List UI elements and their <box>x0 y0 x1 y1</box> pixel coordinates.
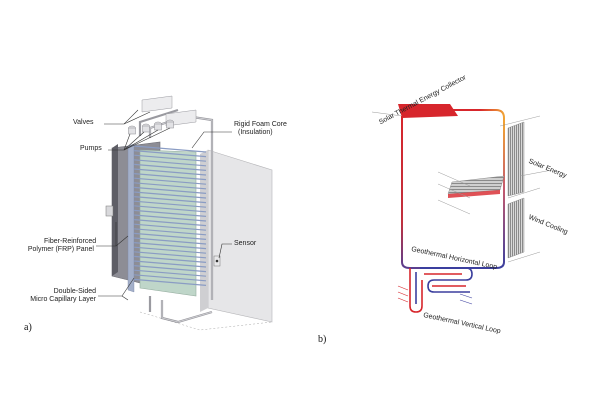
solar-shelf-rim <box>448 190 500 198</box>
capillary-tube <box>133 255 207 263</box>
capillary-tube <box>133 186 207 194</box>
label-frp-line1: Fiber-Reinforced <box>44 238 97 245</box>
solar-collector-guide <box>371 111 403 117</box>
hidden-edge-outline <box>139 311 273 331</box>
leader-lines-a <box>96 109 232 301</box>
context-wireframe <box>437 169 553 263</box>
wind-cooling-grille <box>507 197 525 259</box>
pumps <box>128 119 174 135</box>
capillary-tube <box>133 246 207 254</box>
capillary-tube <box>133 274 207 282</box>
capillary-tube <box>133 219 207 227</box>
label-pumps: Pumps <box>80 145 102 152</box>
panel-b-energy-system <box>371 104 553 313</box>
capillary-tube <box>133 163 207 171</box>
label-rigid-foam-line1: Rigid Foam Core <box>234 121 287 128</box>
capillary-tube <box>133 209 207 217</box>
capillary-tube <box>133 154 207 162</box>
capillary-tube <box>133 214 207 222</box>
solar-facade-grille <box>507 121 525 197</box>
geothermal-vertical-loop <box>409 268 423 313</box>
capillary-tube <box>133 177 207 185</box>
capillary-tube <box>133 251 207 259</box>
flow-arrows-right <box>459 293 473 305</box>
capillary-tube <box>133 182 207 190</box>
panel-a-wall-assembly <box>96 95 273 331</box>
solar-thermal-collector <box>398 104 458 118</box>
supply-pipe-right <box>420 124 505 269</box>
capillary-tube <box>133 265 207 273</box>
flow-arrows-left <box>397 285 409 303</box>
capillary-tube <box>133 145 207 153</box>
capillary-tube <box>133 278 207 286</box>
grille-guide-top <box>499 115 541 127</box>
label-rigid-foam-line2: (Insulation) <box>238 129 273 136</box>
capillary-tube <box>133 223 207 231</box>
backing-panel <box>207 149 273 323</box>
frp-panel-edge <box>112 144 118 276</box>
capillary-tube <box>133 237 207 245</box>
capillary-layer-edge <box>127 143 135 293</box>
sensor-dot <box>215 259 219 263</box>
label-frp-line2: Polymer (FRP) Panel <box>27 246 94 253</box>
capillary-tube <box>133 191 207 199</box>
supply-pipe-top <box>450 109 505 124</box>
panel-b-letter: b) <box>318 334 327 345</box>
capillary-tube <box>133 150 207 158</box>
capillary-tube <box>133 205 207 213</box>
capillary-tube <box>133 228 207 236</box>
label-sensor: Sensor <box>234 240 257 247</box>
capillary-tubes <box>133 145 207 286</box>
capillary-tube <box>133 159 207 167</box>
label-capillary-line2: Micro Capillary Layer <box>30 296 96 303</box>
frp-junction-box <box>105 205 114 217</box>
capillary-tube <box>133 232 207 240</box>
capillary-tube <box>133 196 207 204</box>
capillary-tube <box>133 260 207 268</box>
capillary-tube <box>133 242 207 250</box>
capillary-tube <box>133 200 207 208</box>
panel-a-letter: a) <box>24 322 32 333</box>
geothermal-horizontal-coils <box>420 267 473 293</box>
valve-housing-1 <box>141 95 173 113</box>
capillary-tube <box>133 173 207 181</box>
label-capillary-line1: Double-Sided <box>53 288 96 295</box>
capillary-tube <box>133 269 207 277</box>
label-valves: Valves <box>73 119 94 126</box>
capillary-tube <box>133 168 207 176</box>
